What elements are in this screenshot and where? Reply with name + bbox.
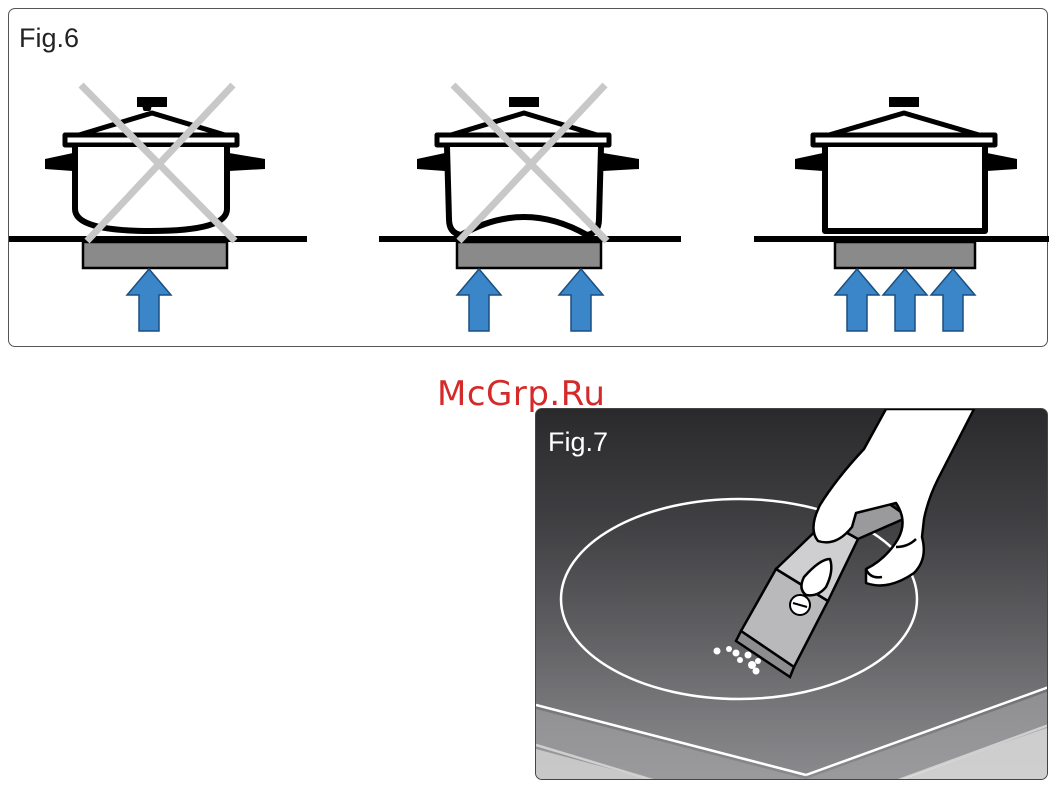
hotplate-2 xyxy=(457,242,601,268)
figure-6-drawing xyxy=(9,9,1049,348)
pot-flat-bottom xyxy=(795,97,1017,231)
heat-arrow-3a xyxy=(835,269,879,331)
figure-7-panel: Fig.7 xyxy=(535,408,1048,780)
hotplate-1 xyxy=(83,242,227,268)
figure-6-panel: Fig.6 xyxy=(8,8,1048,347)
heat-arrow-2a xyxy=(457,269,501,331)
hotplate-3 xyxy=(835,242,975,268)
heat-arrow-2b xyxy=(559,269,603,331)
hand-holding-scraper xyxy=(801,409,974,595)
heat-arrow-3c xyxy=(931,269,975,331)
figure-7-drawing xyxy=(536,409,1048,780)
heat-arrow-1 xyxy=(127,269,171,331)
figure-7-label: Fig.7 xyxy=(548,427,608,458)
heat-arrow-3b xyxy=(883,269,927,331)
